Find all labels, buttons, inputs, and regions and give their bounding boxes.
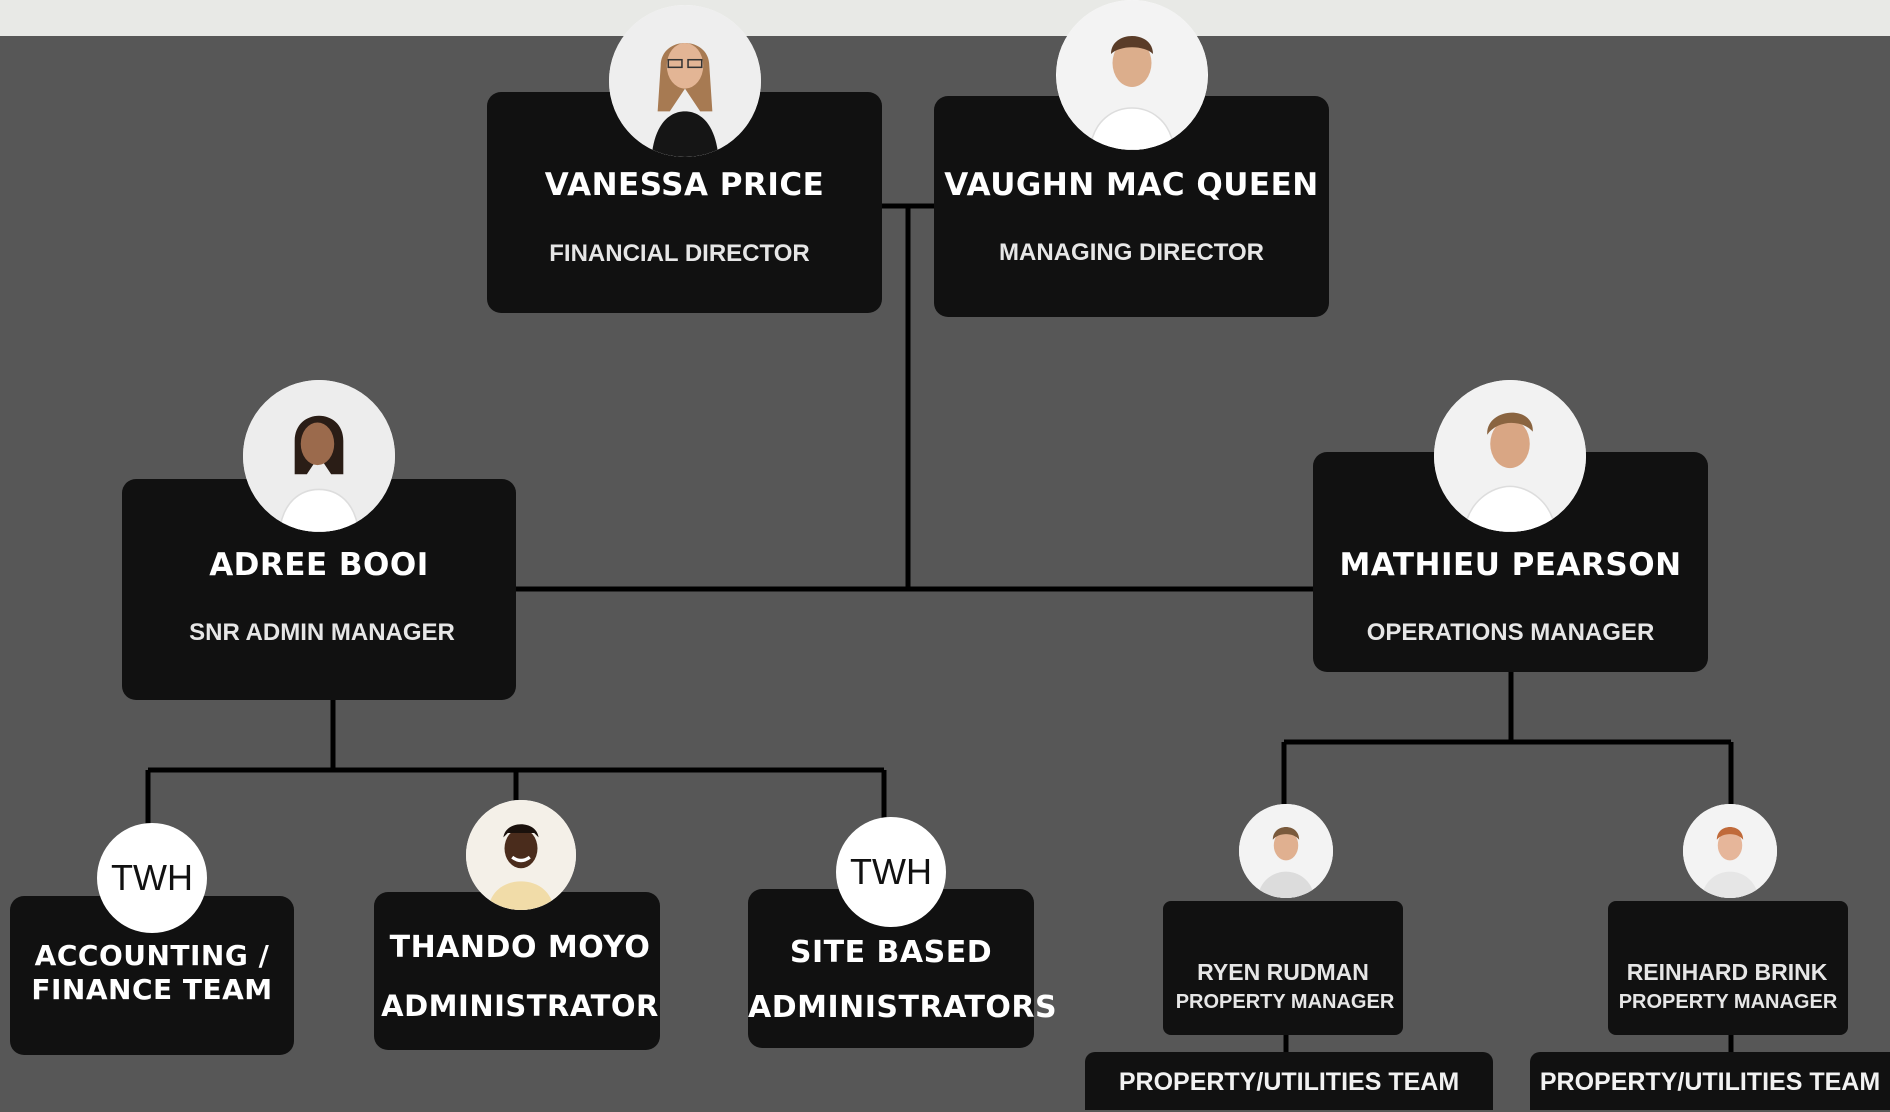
vanessa-price-photo <box>609 5 761 157</box>
person-role: SNR ADMIN MANAGER <box>189 619 455 646</box>
ryen-rudman-photo <box>1239 804 1333 898</box>
mathieu-pearson-photo <box>1434 380 1586 532</box>
person-role: FINANCIAL DIRECTOR <box>549 240 810 267</box>
person-name: VANESSA PRICE <box>544 167 825 203</box>
team-name-line2: FINANCE TEAM <box>31 973 273 1006</box>
person-name: ADREE BOOI <box>209 547 429 583</box>
twh-logo: TWH <box>836 817 946 927</box>
person-role: MANAGING DIRECTOR <box>999 239 1264 266</box>
accounting-finance-team-card: ACCOUNTING / FINANCE TEAM <box>10 896 294 1055</box>
person-role: PROPERTY MANAGER <box>1618 991 1838 1013</box>
reinhard-brink-photo <box>1683 804 1777 898</box>
person-role: OPERATIONS MANAGER <box>1366 619 1655 646</box>
person-name: VAUGHN MAC QUEEN <box>944 167 1319 203</box>
reinhard-brink-card: REINHARD BRINK PROPERTY MANAGER <box>1608 901 1848 1035</box>
person-name: REINHARD BRINK <box>1626 959 1828 985</box>
twh-logo: TWH <box>97 823 207 933</box>
person-role: PROPERTY MANAGER <box>1175 991 1395 1013</box>
person-role: ADMINISTRATOR <box>381 989 659 1023</box>
ryen-rudman-card: RYEN RUDMAN PROPERTY MANAGER <box>1163 901 1403 1035</box>
person-name: MATHIEU PEARSON <box>1339 547 1682 583</box>
thando-moyo-photo <box>466 800 576 910</box>
top-strip <box>0 0 1890 36</box>
team-name-line1: SITE BASED <box>789 935 993 970</box>
person-name: RYEN RUDMAN <box>1197 959 1369 985</box>
person-name: THANDO MOYO <box>389 930 651 965</box>
ryen-property-utilities-team: PROPERTY/UTILITIES TEAM <box>1085 1052 1493 1110</box>
team-name-line1: ACCOUNTING / <box>34 939 270 972</box>
adree-booi-photo <box>243 380 395 532</box>
thando-moyo-card: THANDO MOYO ADMINISTRATOR <box>374 892 660 1050</box>
vaughn-mac-queen-photo <box>1056 0 1208 150</box>
team-name-line2: ADMINISTRATORS <box>748 990 1058 1025</box>
reinhard-property-utilities-team: PROPERTY/UTILITIES TEAM <box>1530 1052 1890 1110</box>
